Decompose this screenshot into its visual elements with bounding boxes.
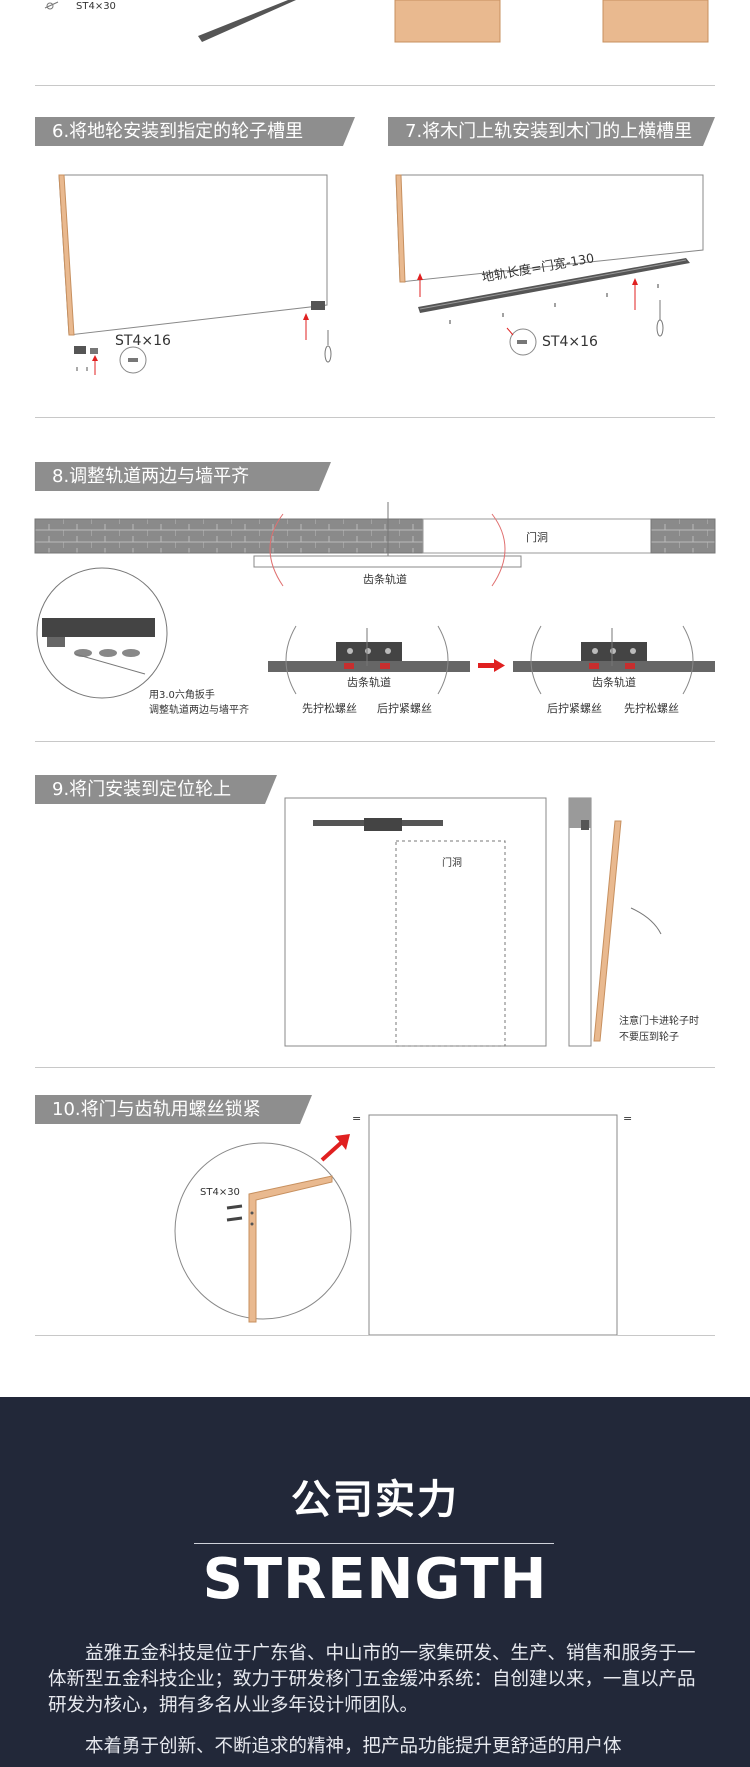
up-arrow-right [632,278,638,310]
step10-eq-left: = [352,1112,362,1125]
company-intro-paragraph: 益雅五金科技是位于广东省、中山市的一家集研发、生产、销售和服务于一体新型五金科技… [48,1643,696,1716]
step8-wall-illustration [34,502,716,587]
step7-screw-label: ST4×16 [542,334,598,350]
step8-door-opening-label: 门洞 [526,531,548,544]
step8-left-loosen: 先拧松螺丝 [302,702,357,715]
step8-left-tighten: 后拧紧螺丝 [377,702,432,715]
step7-illustration [395,174,704,356]
divider [35,85,715,86]
divider [35,741,715,742]
rotate-arrow-right [491,513,506,587]
divider [35,417,715,418]
screw-icon [517,340,527,344]
step8-red-arrow [478,659,505,672]
floor-wheel-right [303,301,325,340]
door-opening-dashed [395,840,506,1047]
step6-title: 6.将地轮安装到指定的轮子槽里 [35,117,355,146]
divider [35,1067,715,1068]
step5-remnant-illustration [44,0,709,43]
step6-illustration [58,174,332,375]
step8-right-tighten: 后拧紧螺丝 [547,702,602,715]
wood-panel-right [602,0,709,43]
step7-title: 7.将木门上轨安装到木门的上横槽里 [388,117,715,146]
step10-screw-label: ST4×30 [200,1187,240,1198]
screwdriver-icon [44,1,59,10]
door-edge [58,174,75,336]
step8-right-loosen: 先拧松螺丝 [624,702,679,715]
section-title-cn: 公司实力 [291,1477,459,1523]
door-opening [422,518,652,554]
brick-wall-right [650,518,716,554]
step9-note-line1: 注意门卡进轮子时 [619,1016,699,1027]
door-edge [395,174,406,283]
step9-front-illustration [284,797,547,1047]
brick-wall-left [34,518,424,554]
step10-zoom-illustration [174,1142,352,1323]
step8-left-adjust-illustration [268,625,470,695]
step9-title: 9.将门安装到定位轮上 [35,775,277,804]
company-strength-section: 公司实力 STRENGTH 益雅五金科技是位于广东省、中山市的一家集研发、生产、… [0,1397,750,1767]
rotate-arrow [630,907,662,935]
step10-eq-right: = [623,1112,633,1125]
rail-piece [198,0,296,42]
step9-door-opening-label: 门洞 [442,858,462,869]
step5-screw-label: ST4×30 [76,1,116,12]
step8-title: 8.调整轨道两边与墙平齐 [35,462,331,491]
up-arrow-left [417,273,423,297]
wood-panel-left [394,0,501,43]
step8-wrench-note-line2: 调整轨道两边与墙平齐 [149,705,249,716]
door-panel [58,174,328,336]
screwdriver-icon [656,300,664,337]
screwdriver-icon [324,330,332,363]
step10-title: 10.将门与齿轨用螺丝锁紧 [35,1095,312,1124]
screw-icon [128,358,138,362]
step8-left-track-label: 齿条轨道 [347,676,391,689]
title-divider [194,1543,554,1544]
door-corner [248,1175,333,1323]
rotate-arrow-left [269,513,284,587]
step10-door-illustration [368,1114,618,1336]
step9-side-illustration [568,797,662,1047]
step9-note-line2: 不要压到轮子 [619,1032,679,1043]
floor-wheel-left [74,346,98,375]
step6-screw-label: ST4×16 [115,333,171,349]
step8-zoom-illustration [36,567,168,699]
door-side-tilted [593,820,622,1042]
divider [35,1335,715,1336]
rack-track [253,555,522,568]
company-intro-paragraph-2: 本着勇于创新、不断追求的精神，把产品功能提升更舒适的用户体 [85,1736,622,1757]
track-bracket [42,618,155,637]
section-title-en: STRENGTH [202,1547,548,1612]
step10-red-arrow [320,1134,350,1162]
wall-frame [284,797,547,1047]
rail-screw-marks [449,284,659,324]
step8-right-adjust-illustration [513,625,715,695]
step8-track-label: 齿条轨道 [363,573,407,586]
step8-wrench-note-line1: 用3.0六角扳手 [149,690,215,701]
step8-right-track-label: 齿条轨道 [592,676,636,689]
